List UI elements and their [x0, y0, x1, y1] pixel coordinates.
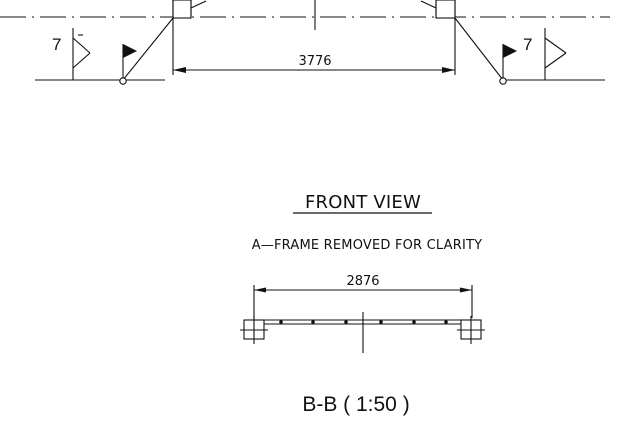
- dim-3776-arrow-right: [442, 67, 455, 73]
- dim-3776-arrow-left: [173, 67, 186, 73]
- right-field-weld-flag: [499, 44, 517, 85]
- detail-right-column: [457, 316, 485, 344]
- dim-2876-value: 2876: [346, 274, 379, 289]
- front-view-title: FRONT VIEW: [305, 192, 421, 213]
- detail-bolts: [279, 320, 448, 324]
- left-weld-symbol: [72, 28, 91, 80]
- dim-2876-arrow-left: [254, 287, 266, 293]
- weld-size-left: 7: [52, 35, 61, 54]
- detail-section: [240, 285, 485, 353]
- detail-left-column: [240, 316, 268, 344]
- left-column: [172, 0, 207, 19]
- top-section: [0, 0, 610, 85]
- detail-caption: B-B ( 1:50 ): [302, 393, 409, 416]
- dim-3776-value: 3776: [298, 54, 331, 69]
- right-column: [420, 0, 456, 19]
- left-brace: [122, 17, 174, 81]
- right-weld-symbol: [544, 28, 567, 80]
- dim-2876-arrow-right: [460, 287, 472, 293]
- right-brace: [454, 17, 504, 81]
- left-field-weld-flag: [119, 44, 137, 85]
- weld-size-right: 7: [523, 35, 532, 54]
- front-view-note: A—FRAME REMOVED FOR CLARITY: [252, 238, 483, 253]
